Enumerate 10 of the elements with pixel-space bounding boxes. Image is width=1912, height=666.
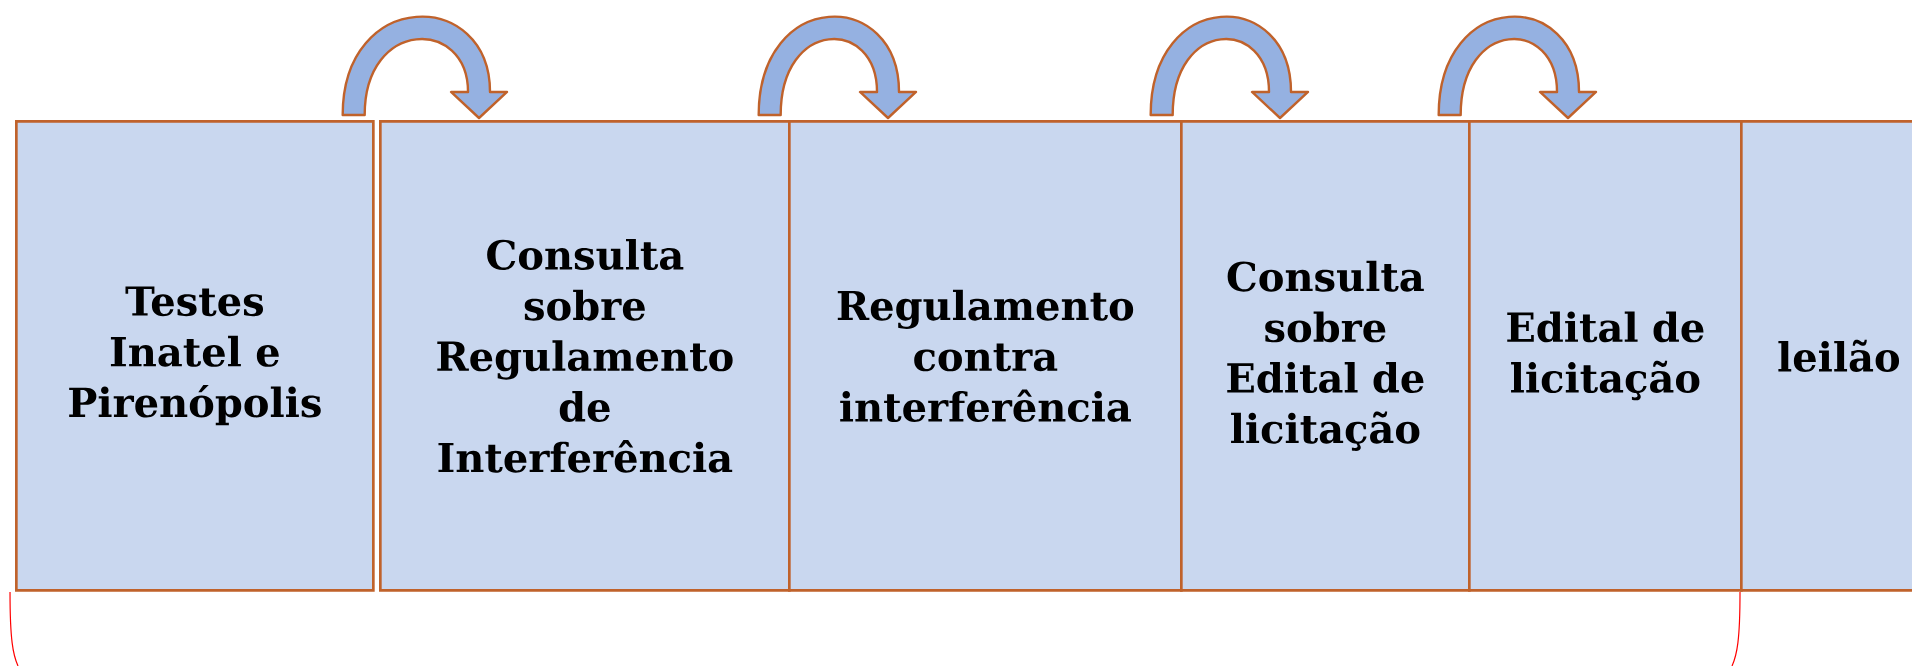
process-box: Consulta sobre Edital de licitação bbox=[1180, 120, 1471, 592]
curved-arrow bbox=[341, 15, 509, 120]
curved-arrow bbox=[1149, 15, 1310, 120]
process-box: Consulta sobre Regulamento de Interferência bbox=[379, 120, 791, 592]
process-box: leilão bbox=[1740, 120, 1912, 592]
curved-arrow bbox=[1437, 15, 1598, 120]
curved-arrow bbox=[757, 15, 918, 120]
process-box: Edital de licitação bbox=[1468, 120, 1743, 592]
process-box: Testes Inatel e Pirenópolis bbox=[15, 120, 375, 592]
process-box: Regulamento contra interferência bbox=[788, 120, 1183, 592]
